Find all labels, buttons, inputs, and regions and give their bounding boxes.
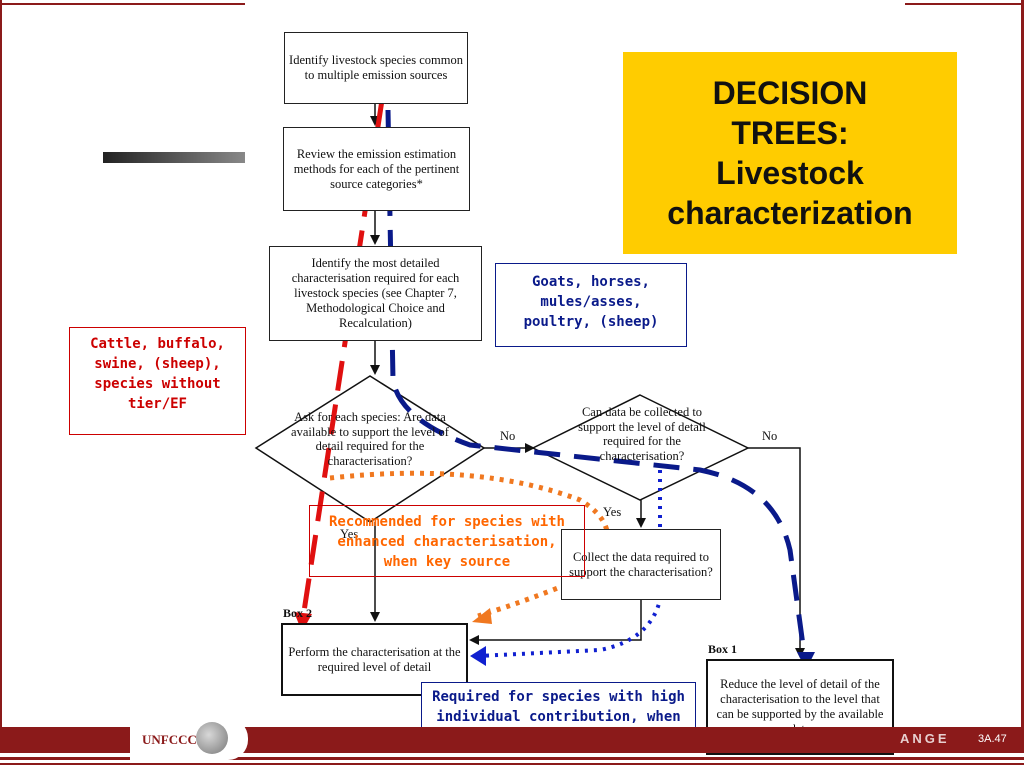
right-edge-line xyxy=(1021,0,1024,728)
blue-arrowhead xyxy=(470,646,486,666)
title-line-3: Livestock xyxy=(716,155,864,191)
page-number: 3A.47 xyxy=(978,733,1007,745)
title-line-4: characterization xyxy=(667,195,913,231)
navy-dashed-path xyxy=(385,109,808,661)
orange-arrowhead xyxy=(472,608,492,624)
label-box-2: Box 2 xyxy=(283,606,313,620)
label-yes-ask: Yes xyxy=(340,527,359,541)
connector-collect-perform xyxy=(469,600,642,645)
diamond-ask-text: Ask for each species: Are data available… xyxy=(291,410,449,468)
footer-line-bottom xyxy=(0,763,1024,765)
callout-recommended: Recommended for species with enhanced ch… xyxy=(309,505,585,577)
diamond-can-collect-text: Can data be collected to support the lev… xyxy=(578,405,706,463)
footer-right-text: ANGE xyxy=(900,731,950,746)
unfccc-logo-text: UNFCCC xyxy=(142,732,197,747)
callout-goats: Goats, horses, mules/asses, poultry, (sh… xyxy=(495,263,687,347)
box-identify-species: Identify livestock species common to mul… xyxy=(284,32,468,104)
label-no-can: No xyxy=(762,429,778,443)
callout-cattle: Cattle, buffalo, swine, (sheep), species… xyxy=(69,327,246,435)
unfccc-logo-globe-icon xyxy=(196,722,228,754)
box-collect-data: Collect the data required to support the… xyxy=(561,529,721,600)
label-yes-can: Yes xyxy=(603,505,622,519)
title-line-1: DECISION xyxy=(712,75,868,111)
header-line-right xyxy=(905,3,1024,5)
label-no-ask: No xyxy=(500,429,516,443)
connector-can-reduce xyxy=(748,447,805,658)
decorative-gradient-bar xyxy=(103,152,245,163)
label-box-1: Box 1 xyxy=(708,642,738,656)
header-line-left xyxy=(0,3,245,5)
left-edge-line xyxy=(0,0,2,728)
diamond-can-collect-shape xyxy=(531,394,750,501)
box-identify-detailed: Identify the most detailed characterisat… xyxy=(269,246,482,341)
slide-title: DECISION TREES: Livestock characterizati… xyxy=(623,52,957,254)
orange-dotted-path xyxy=(329,470,611,619)
box-review-methods: Review the emission estimation methods f… xyxy=(283,127,470,211)
unfccc-logo xyxy=(130,718,248,760)
blue-dotted-path xyxy=(477,470,662,658)
red-arrowhead xyxy=(294,612,312,632)
diamond-ask-shape xyxy=(254,375,486,523)
title-line-2: TREES: xyxy=(731,115,849,151)
footer-line xyxy=(0,757,1024,760)
